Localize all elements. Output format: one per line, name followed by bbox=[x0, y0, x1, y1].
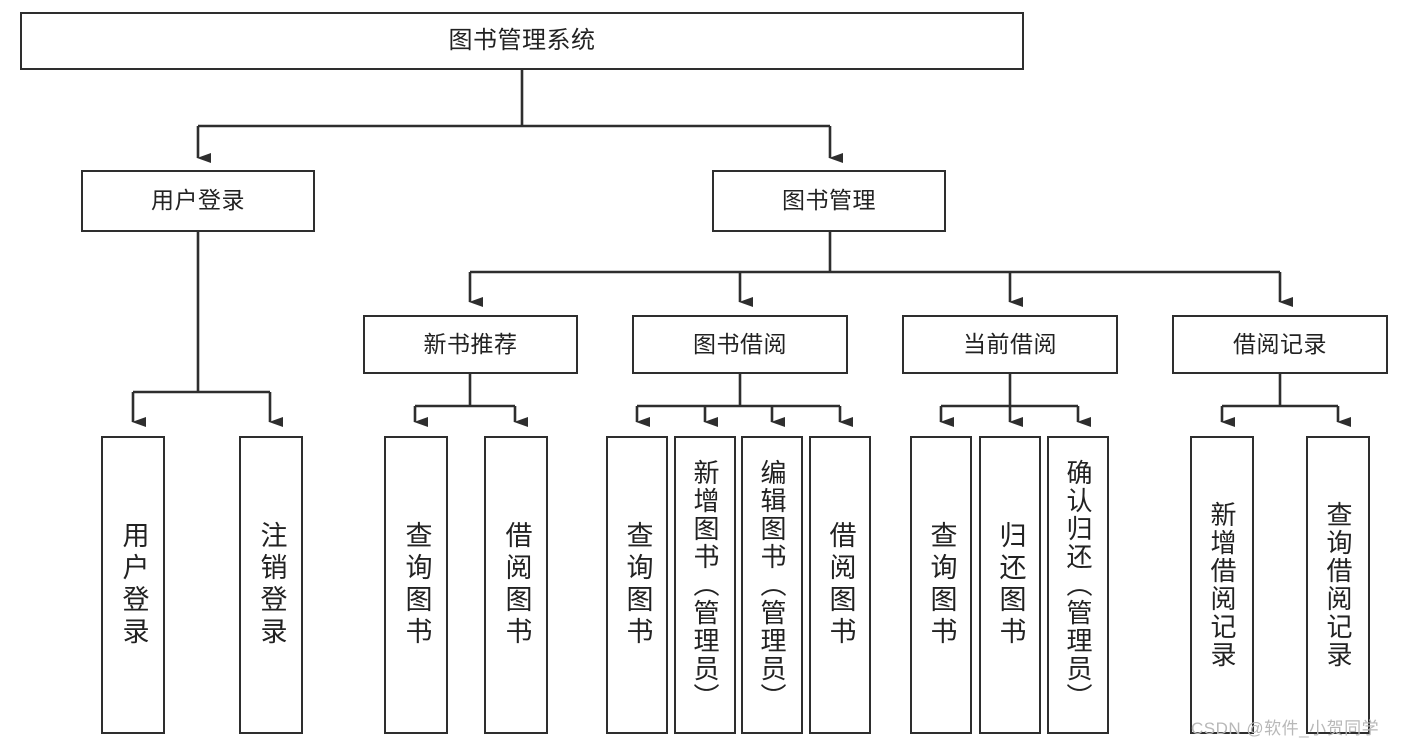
node-leaf-logout-login-label: 注销登录 bbox=[256, 521, 287, 649]
node-leaf-add-record-label: 新增借阅记录 bbox=[1207, 501, 1237, 669]
node-user-login[interactable]: 用户登录 bbox=[81, 170, 315, 232]
node-leaf-add-record[interactable]: 新增借阅记录 bbox=[1190, 436, 1254, 734]
node-leaf-query-book-3[interactable]: 查询图书 bbox=[910, 436, 972, 734]
node-root[interactable]: 图书管理系统 bbox=[20, 12, 1024, 70]
node-leaf-borrow-book-2-label: 借阅图书 bbox=[825, 521, 856, 649]
node-leaf-query-book-2-label: 查询图书 bbox=[622, 521, 653, 649]
node-leaf-confirm-return[interactable]: 确认归还（管理员） bbox=[1047, 436, 1109, 734]
node-leaf-query-book-3-label: 查询图书 bbox=[926, 521, 957, 649]
node-leaf-user-login[interactable]: 用户登录 bbox=[101, 436, 165, 734]
node-leaf-edit-book-label: 编辑图书（管理员） bbox=[757, 459, 787, 711]
node-root-label: 图书管理系统 bbox=[448, 26, 596, 54]
node-leaf-query-book-1-label: 查询图书 bbox=[401, 521, 432, 649]
node-leaf-return-book-label: 归还图书 bbox=[995, 521, 1026, 649]
node-book-management[interactable]: 图书管理 bbox=[712, 170, 946, 232]
node-leaf-confirm-return-label: 确认归还（管理员） bbox=[1063, 459, 1093, 711]
node-new-book-recommend[interactable]: 新书推荐 bbox=[363, 315, 578, 374]
node-leaf-edit-book[interactable]: 编辑图书（管理员） bbox=[741, 436, 803, 734]
node-book-borrow[interactable]: 图书借阅 bbox=[632, 315, 848, 374]
node-leaf-borrow-book-2[interactable]: 借阅图书 bbox=[809, 436, 871, 734]
node-current-borrow[interactable]: 当前借阅 bbox=[902, 315, 1118, 374]
csdn-watermark: CSDN @软件_小贺同学 bbox=[1191, 719, 1380, 738]
node-new-book-recommend-label: 新书推荐 bbox=[423, 330, 518, 357]
node-leaf-user-login-label: 用户登录 bbox=[118, 521, 149, 649]
node-leaf-return-book[interactable]: 归还图书 bbox=[979, 436, 1041, 734]
node-leaf-query-book-1[interactable]: 查询图书 bbox=[384, 436, 448, 734]
node-leaf-logout-login[interactable]: 注销登录 bbox=[239, 436, 303, 734]
node-book-management-label: 图书管理 bbox=[782, 187, 876, 214]
node-current-borrow-label: 当前借阅 bbox=[963, 330, 1057, 357]
node-leaf-borrow-book-1-label: 借阅图书 bbox=[501, 521, 532, 649]
node-book-borrow-label: 图书借阅 bbox=[693, 330, 787, 357]
node-borrow-record[interactable]: 借阅记录 bbox=[1172, 315, 1388, 374]
node-leaf-add-book[interactable]: 新增图书（管理员） bbox=[674, 436, 736, 734]
node-leaf-query-record-label: 查询借阅记录 bbox=[1323, 501, 1353, 669]
node-leaf-query-book-2[interactable]: 查询图书 bbox=[606, 436, 668, 734]
node-leaf-add-book-label: 新增图书（管理员） bbox=[690, 459, 720, 711]
node-leaf-borrow-book-1[interactable]: 借阅图书 bbox=[484, 436, 548, 734]
node-leaf-query-record[interactable]: 查询借阅记录 bbox=[1306, 436, 1370, 734]
node-borrow-record-label: 借阅记录 bbox=[1233, 330, 1327, 357]
node-user-login-label: 用户登录 bbox=[151, 187, 245, 214]
